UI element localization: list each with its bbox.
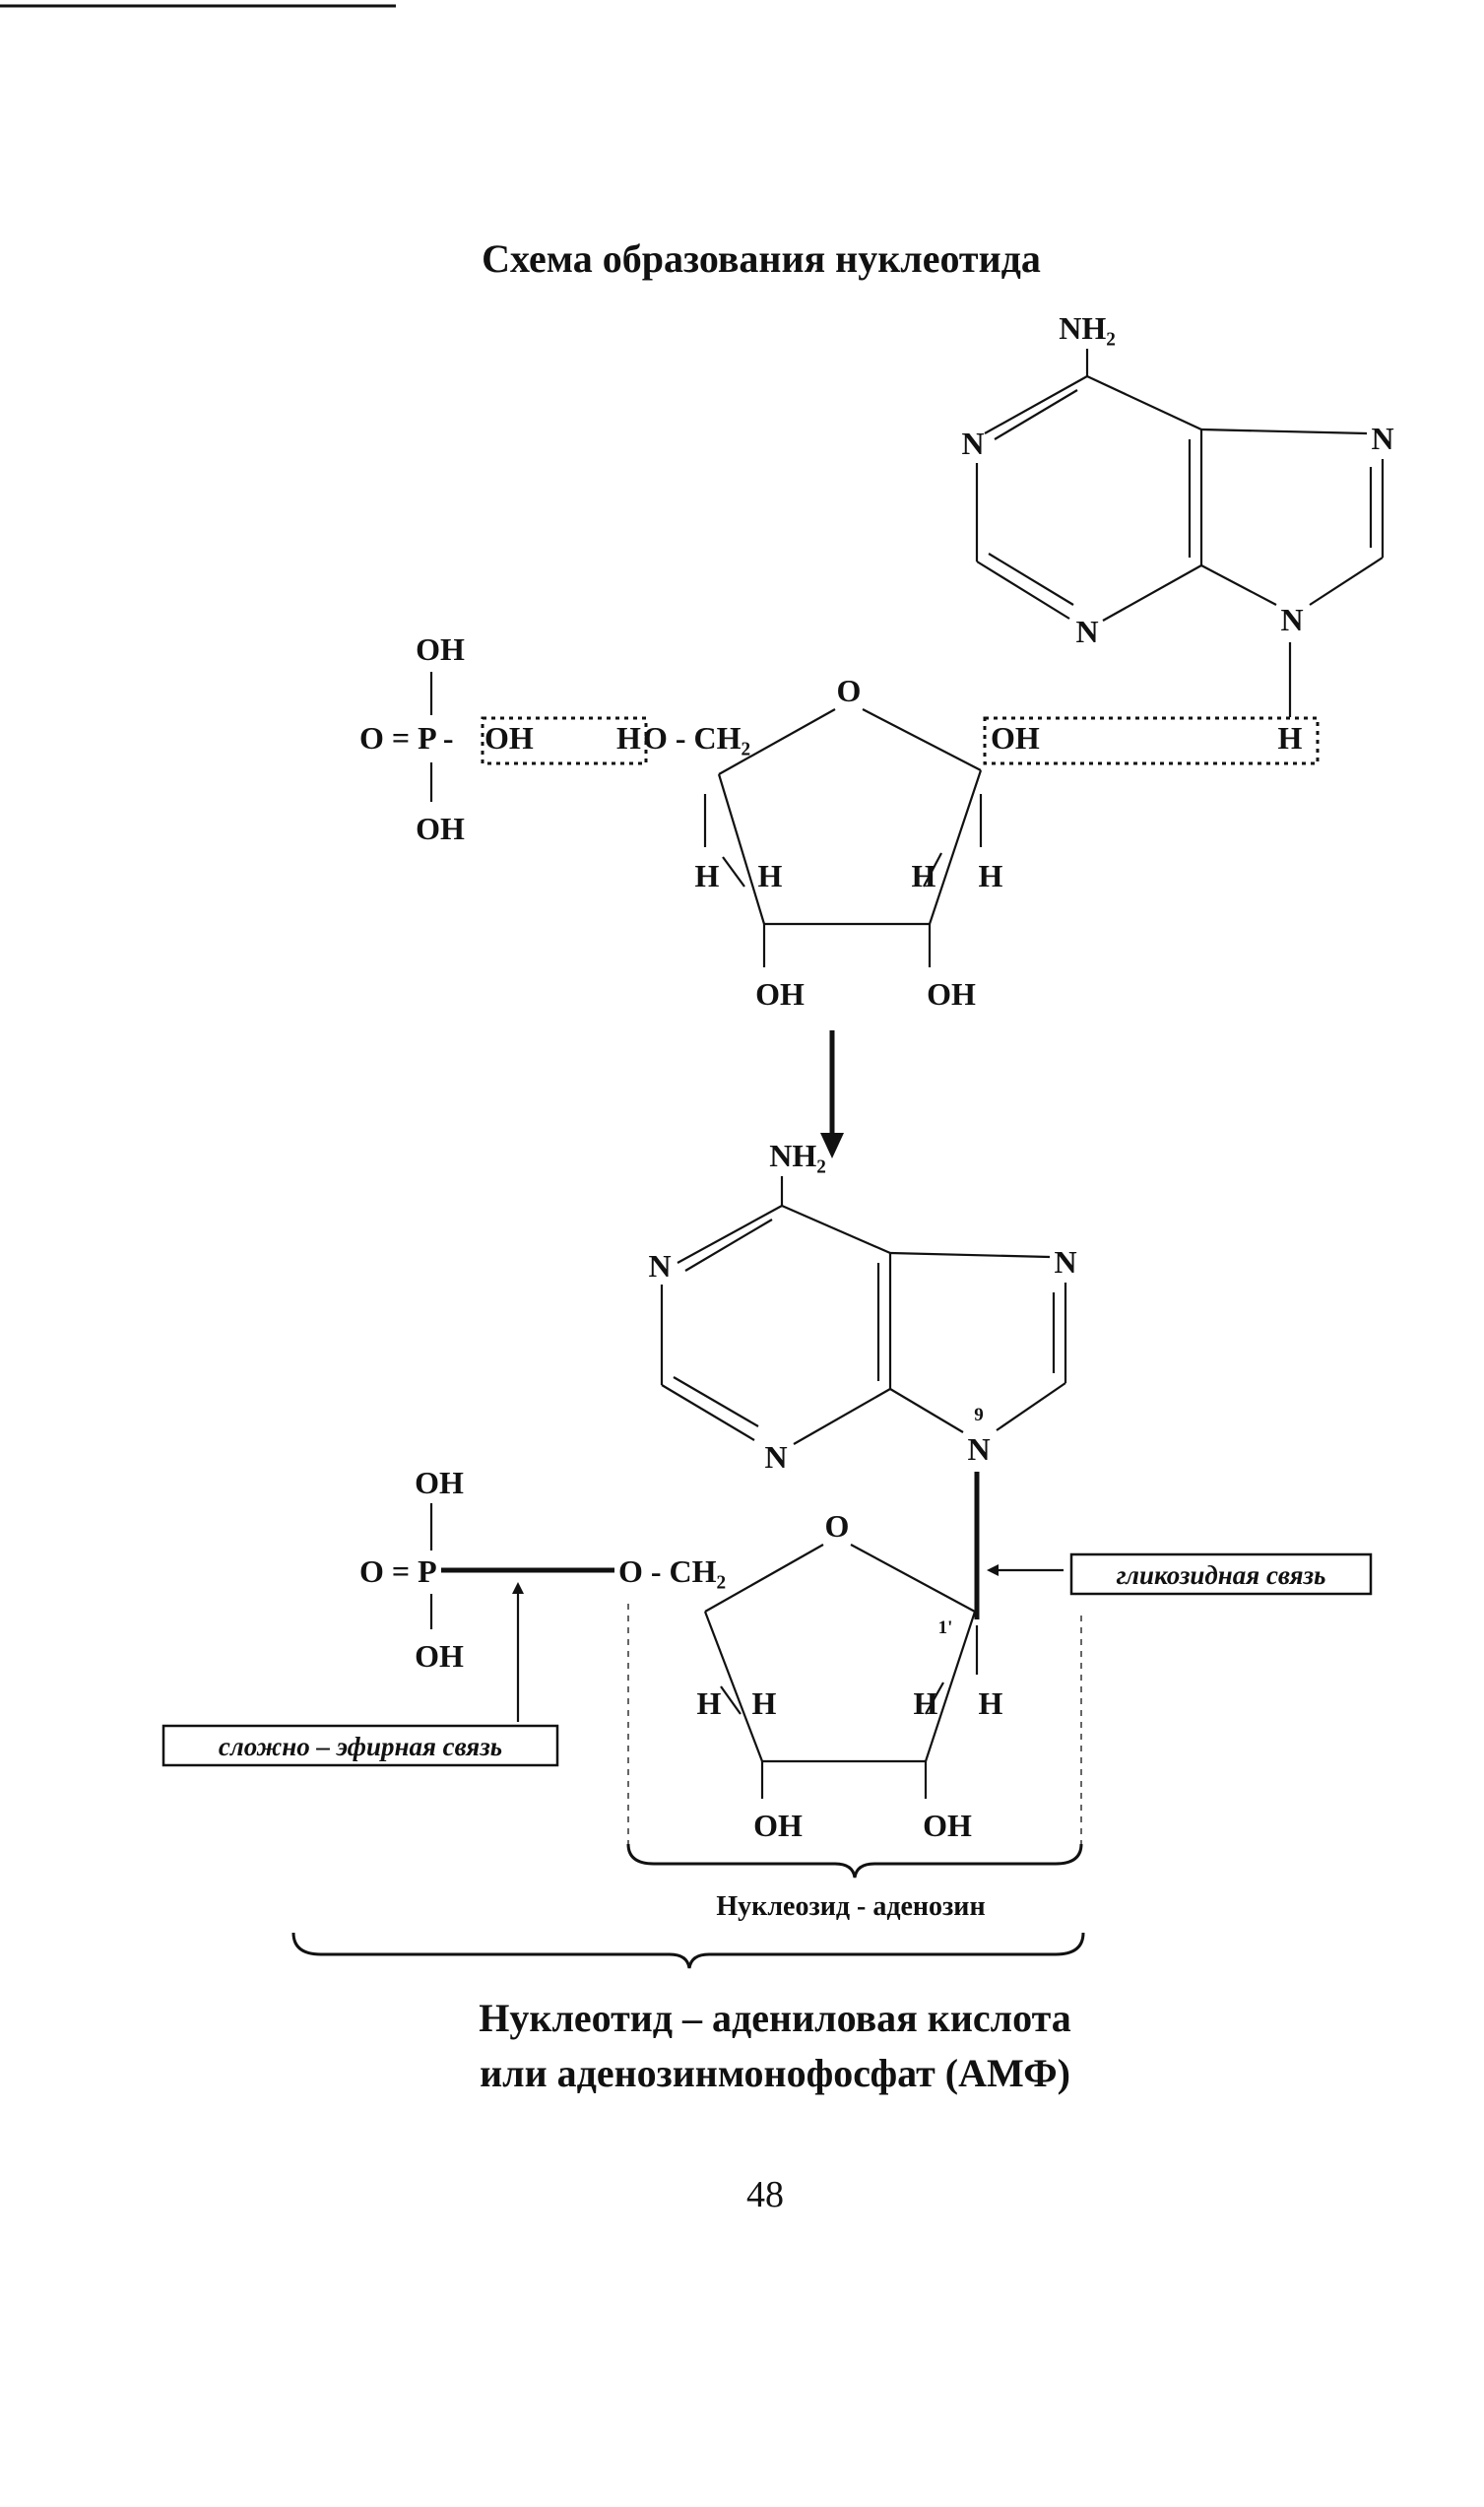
ribose-bottom-oh-c2: OH [923, 1808, 972, 1843]
ribose-top-h-c2: H [912, 858, 936, 893]
ribose-top-o-ch2: O - CH₂ [643, 720, 750, 756]
adenine-bottom-nh2: NH₂ [769, 1138, 826, 1173]
adenine-bottom: NH₂ N N N 9 N [648, 1138, 1076, 1475]
adenine-bottom-n9: N [967, 1431, 990, 1467]
ribose-top-oh-c3: OH [755, 976, 805, 1012]
nucleoside-label: Нуклеозид - аденозин [716, 1891, 985, 1922]
glycosidic-bond-annotation: гликозидная связь [987, 1552, 1373, 1596]
water-leaving-box-left [481, 716, 648, 765]
ribose-top-h-c4: H [695, 858, 720, 893]
phosphate-bottom-oh-lower: OH [415, 1638, 464, 1674]
ribose-top-oh-c1: OH [991, 720, 1040, 756]
ribose-bottom-h-c1: H [979, 1685, 1003, 1721]
phosphate-bottom-oh-upper: OH [415, 1465, 464, 1500]
ribose-bottom-ring-o: O [825, 1508, 850, 1544]
adenine-bottom-n1: N [648, 1248, 671, 1284]
reaction-arrow [820, 1030, 844, 1158]
adenine-top-n7: N [1371, 421, 1393, 456]
ester-bond-annotation: сложно – эфирная связь [161, 1582, 559, 1767]
scheme-title: Схема образования нуклеотида [482, 236, 1041, 281]
ribose-bottom: O - CH₂ O 1' H H H H OH OH [618, 1508, 1003, 1843]
ribose-bottom-oh-c3: OH [753, 1808, 803, 1843]
ribose-bottom-h-c2: H [914, 1685, 938, 1721]
ribose-top-oh-c2: OH [927, 976, 976, 1012]
adenine-top-n9: N [1280, 602, 1303, 637]
adenine-top: NH₂ N N N N [961, 310, 1394, 717]
ribose-top-h-c3: H [758, 858, 783, 893]
ribose-bottom-h-c3: H [752, 1685, 777, 1721]
phosphate-bottom: OH O = P OH [359, 1465, 464, 1674]
adenine-top-nh2: NH₂ [1059, 310, 1116, 346]
ribose-top-ring-o: O [837, 673, 862, 708]
adenine-top-n1: N [961, 426, 984, 461]
adenine-bottom-n3: N [764, 1439, 787, 1475]
ribose-top-h-c1: H [979, 858, 1003, 893]
ribose-bottom-h-c4: H [697, 1685, 722, 1721]
nucleotide-brace [291, 1932, 1085, 1969]
water-leaving-box-right [983, 716, 1320, 765]
c1-prime-locant: 1' [938, 1617, 953, 1638]
ribose-top: H O - CH₂ O H H H H OH OH OH H [616, 673, 1303, 1012]
phosphate-top-oh-upper: OH [416, 631, 465, 667]
glycosidic-bond-label: гликозидная связь [1117, 1560, 1326, 1590]
adenine-top-h-leaving: H [1278, 720, 1303, 756]
nucleoside-brace [626, 1843, 1083, 1879]
phosphate-top-label: O = P - [359, 720, 454, 756]
phosphate-bottom-label: O = P [359, 1553, 437, 1589]
adenine-top-n3: N [1075, 614, 1098, 649]
nucleotide-caption-line2: или аденозинмонофосфат (АМФ) [480, 2051, 1070, 2095]
nucleotide-caption-line1: Нуклеотид – адениловая кислота [479, 1996, 1070, 2040]
phosphoric-acid-top: OH O = P - OH OH [359, 631, 534, 846]
ribose-bottom-o-ch2: O - CH₂ [618, 1553, 726, 1589]
phosphate-top-oh-lower: OH [416, 811, 465, 846]
page-number: 48 [746, 2174, 784, 2215]
n9-locant: 9 [974, 1405, 984, 1425]
ribose-top-h-leaving: H [616, 720, 641, 756]
ester-bond-label: сложно – эфирная связь [219, 1732, 502, 1761]
phosphate-top-oh-leaving: OH [484, 720, 534, 756]
adenine-bottom-n7: N [1054, 1244, 1076, 1280]
